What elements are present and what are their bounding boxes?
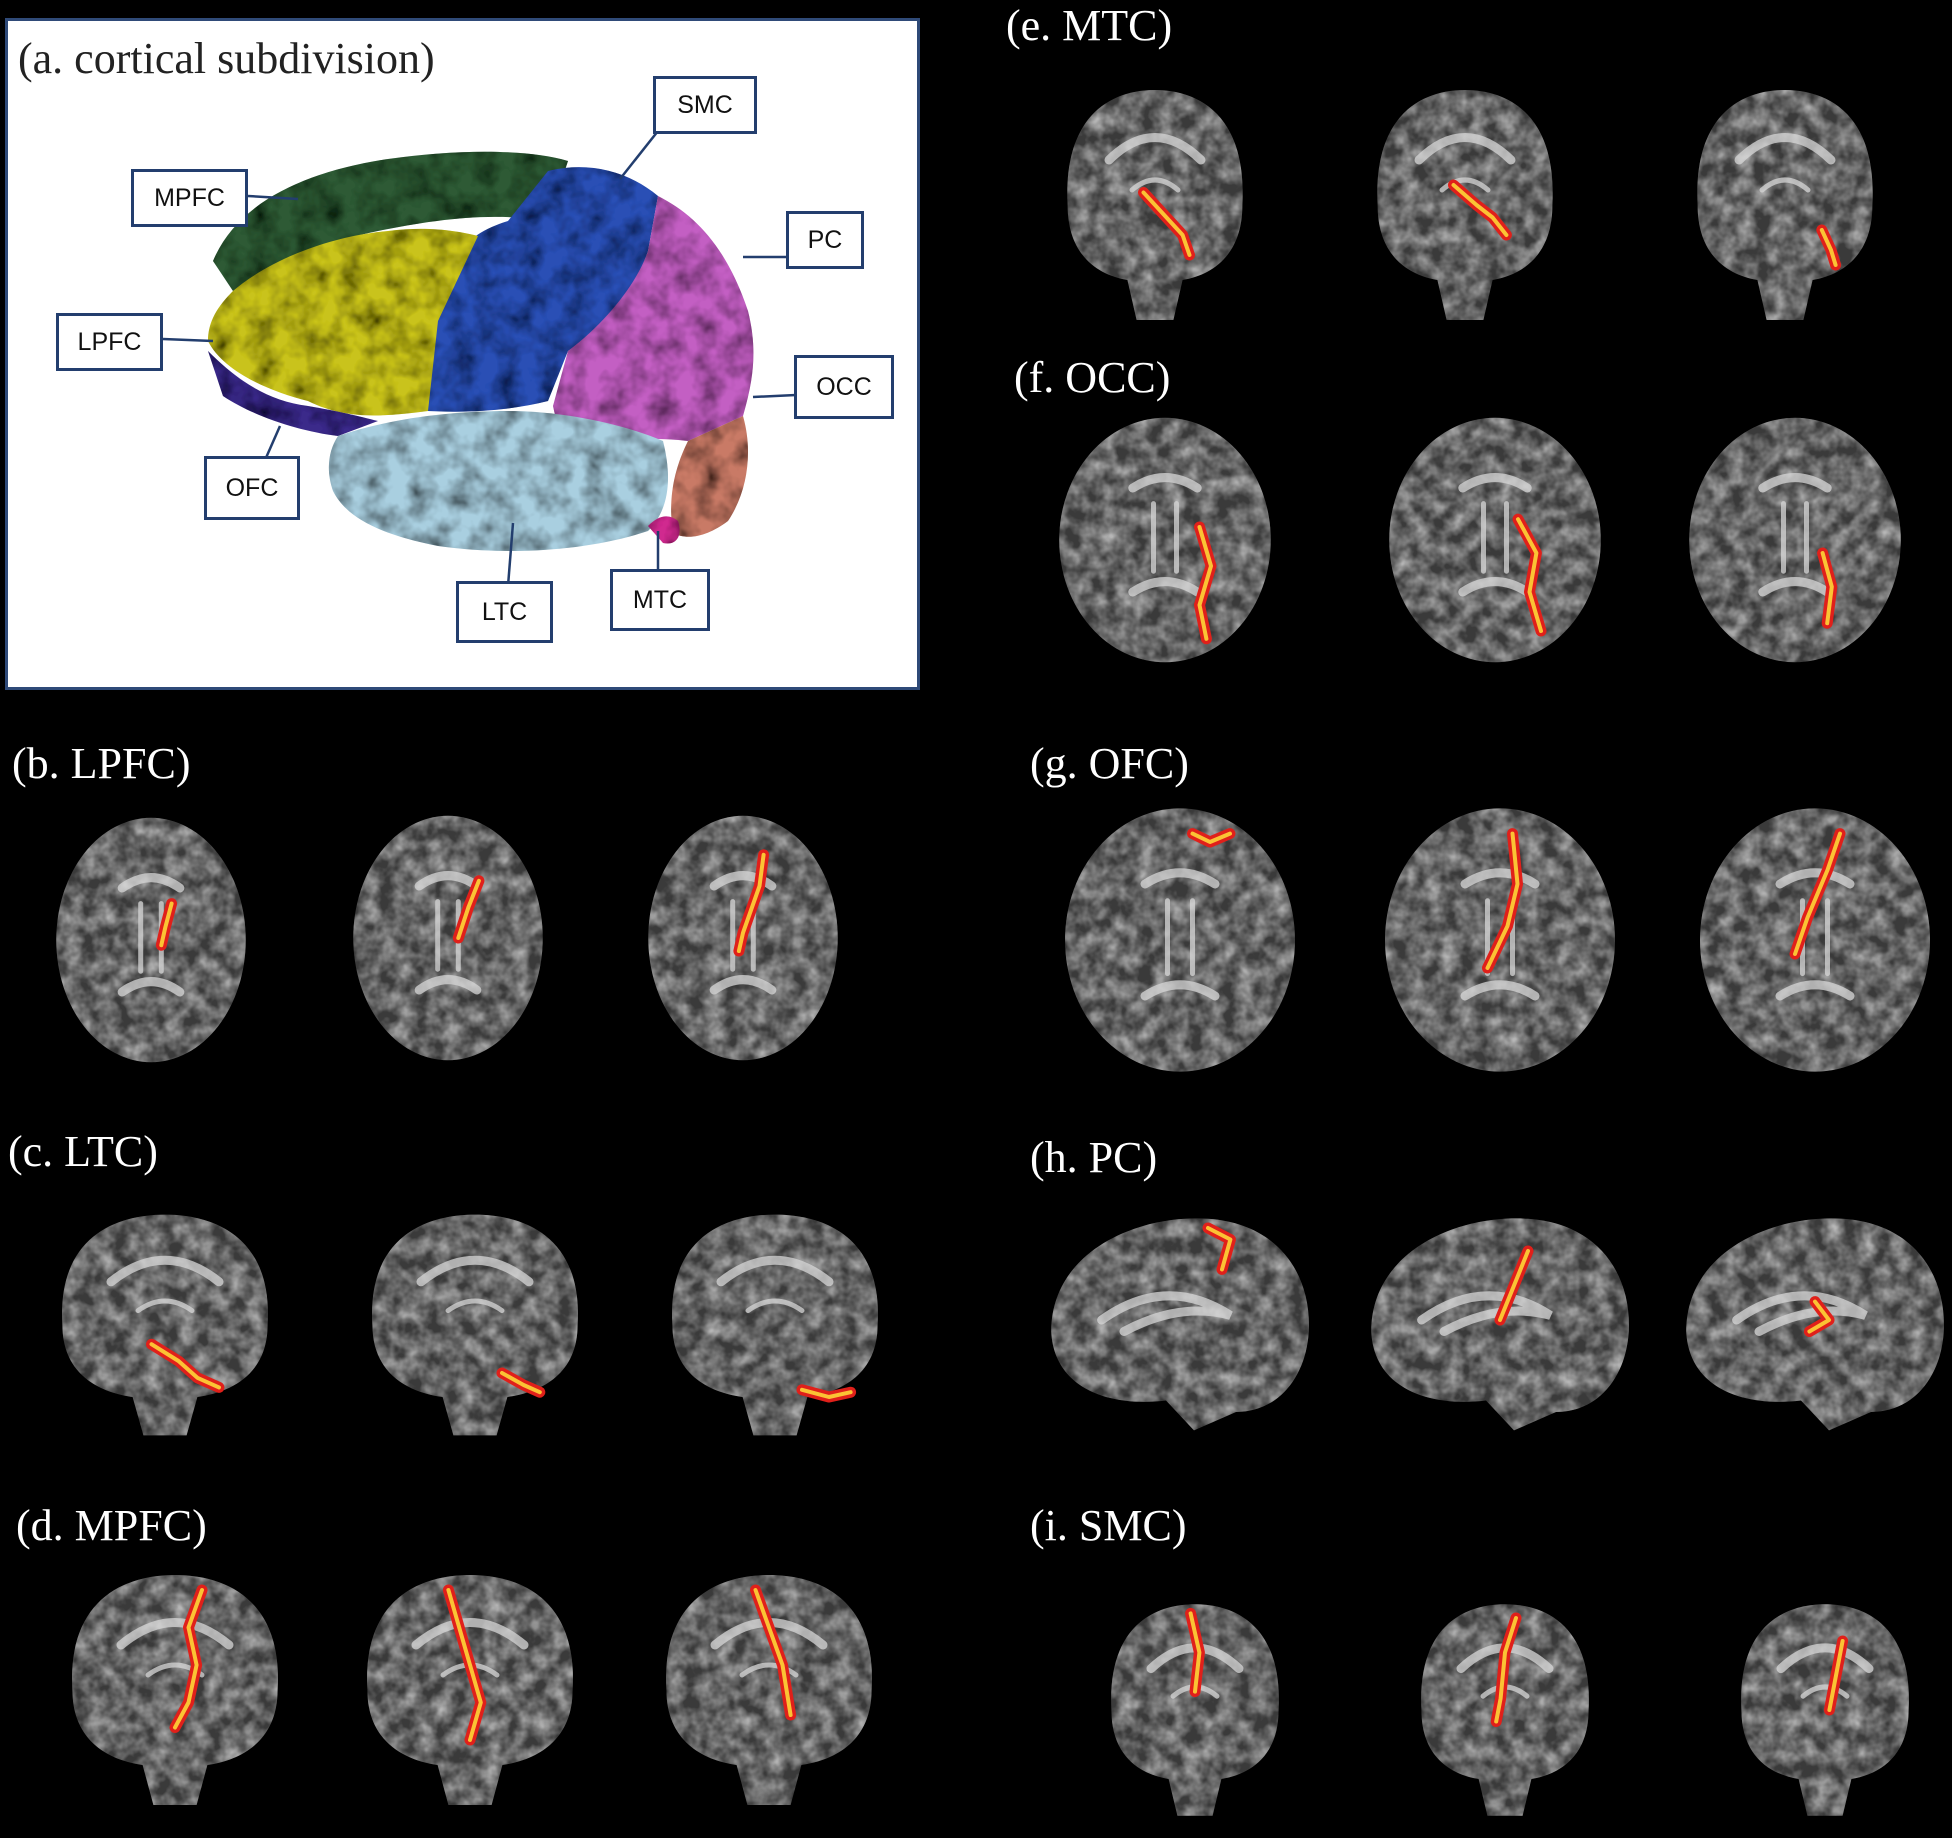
tract-core xyxy=(1451,183,1509,237)
tract-core xyxy=(753,1588,793,1717)
tract-core xyxy=(1793,831,1842,956)
panel-d-slice-1 xyxy=(72,1575,278,1805)
lpfc-region xyxy=(208,228,478,416)
label-ofc: OFC xyxy=(204,456,300,520)
panel-i-title: (i. SMC) xyxy=(1030,1501,1187,1550)
tract-core xyxy=(1188,1611,1202,1694)
mpfc-region xyxy=(213,151,568,291)
tract-core xyxy=(159,901,174,948)
panel-c-slice-2 xyxy=(372,1214,578,1436)
tract-core xyxy=(1819,228,1838,267)
panel-g-slice-2 xyxy=(1385,808,1615,1072)
panel-e-title: (e. MTC) xyxy=(1006,1,1173,50)
brain-lateral-illustration xyxy=(162,130,797,587)
tract-core xyxy=(456,878,481,940)
panel-c-title: (c. LTC) xyxy=(8,1127,158,1176)
tract-core xyxy=(1807,1299,1831,1334)
tract-core xyxy=(500,1371,542,1395)
tract-core xyxy=(1494,1616,1518,1724)
panel-e-slice-2 xyxy=(1377,90,1553,320)
tract-core xyxy=(800,1387,853,1399)
panel-i-slice-2 xyxy=(1421,1604,1589,1816)
tract-core xyxy=(1206,1226,1233,1272)
occ-region xyxy=(671,416,748,537)
tract-core xyxy=(1197,525,1213,641)
ltc-region xyxy=(328,411,668,551)
label-ltc: LTC xyxy=(456,581,553,643)
panel-i-slice-1 xyxy=(1111,1604,1279,1816)
tract-core xyxy=(1820,551,1834,626)
panel-f-slice-3 xyxy=(1689,417,1901,663)
tract-core xyxy=(1190,831,1232,844)
panel-h-title: (h. PC) xyxy=(1030,1133,1158,1182)
label-mtc: MTC xyxy=(610,569,710,631)
tract-core xyxy=(173,1588,204,1730)
tract-core xyxy=(1498,1249,1530,1322)
panel-b-slice-2 xyxy=(353,815,543,1061)
panel-g-slice-1 xyxy=(1065,808,1295,1072)
panel-f-slice-1 xyxy=(1059,417,1271,663)
panel-b-slice-1 xyxy=(56,817,246,1063)
ofc-region xyxy=(208,351,378,436)
tract-core xyxy=(149,1342,221,1390)
smc-region xyxy=(428,167,658,412)
cortical-subdivision-panel: (a. cortical subdivision) xyxy=(5,18,920,690)
panel-f-title: (f. OCC) xyxy=(1014,353,1171,402)
tract-core xyxy=(1827,1639,1845,1712)
label-pc: PC xyxy=(786,211,864,269)
tract-core xyxy=(1516,517,1543,633)
panel-a-title: (a. cortical subdivision) xyxy=(18,34,435,83)
panel-h-slice-2 xyxy=(1371,1218,1629,1431)
panel-c-slice-3 xyxy=(672,1214,878,1436)
tract-core xyxy=(1141,190,1192,257)
tract-core xyxy=(736,852,766,953)
tract-core xyxy=(446,1588,483,1742)
panel-c-slice-1 xyxy=(62,1214,268,1436)
panel-b-slice-3 xyxy=(648,815,838,1061)
panel-e-slice-1 xyxy=(1067,90,1243,320)
panel-b-title: (b. LPFC) xyxy=(12,739,191,788)
mtc-region xyxy=(648,516,680,544)
tract-core xyxy=(1485,831,1520,970)
panel-f-slice-2 xyxy=(1389,417,1601,663)
label-smc: SMC xyxy=(653,76,757,134)
panel-e-slice-3 xyxy=(1697,90,1873,320)
panel-h-slice-3 xyxy=(1686,1218,1944,1431)
panel-h-slice-1 xyxy=(1051,1218,1309,1431)
panel-g-slice-3 xyxy=(1700,808,1930,1072)
panel-g-title: (g. OFC) xyxy=(1030,739,1189,788)
panel-d-title: (d. MPFC) xyxy=(16,1501,207,1550)
pc-region xyxy=(553,196,754,451)
panel-d-slice-3 xyxy=(666,1575,872,1805)
panel-d-slice-2 xyxy=(367,1575,573,1805)
label-occ: OCC xyxy=(794,355,894,419)
label-mpfc: MPFC xyxy=(131,169,248,227)
panel-i-slice-3 xyxy=(1741,1604,1909,1816)
label-lpfc: LPFC xyxy=(56,313,163,371)
